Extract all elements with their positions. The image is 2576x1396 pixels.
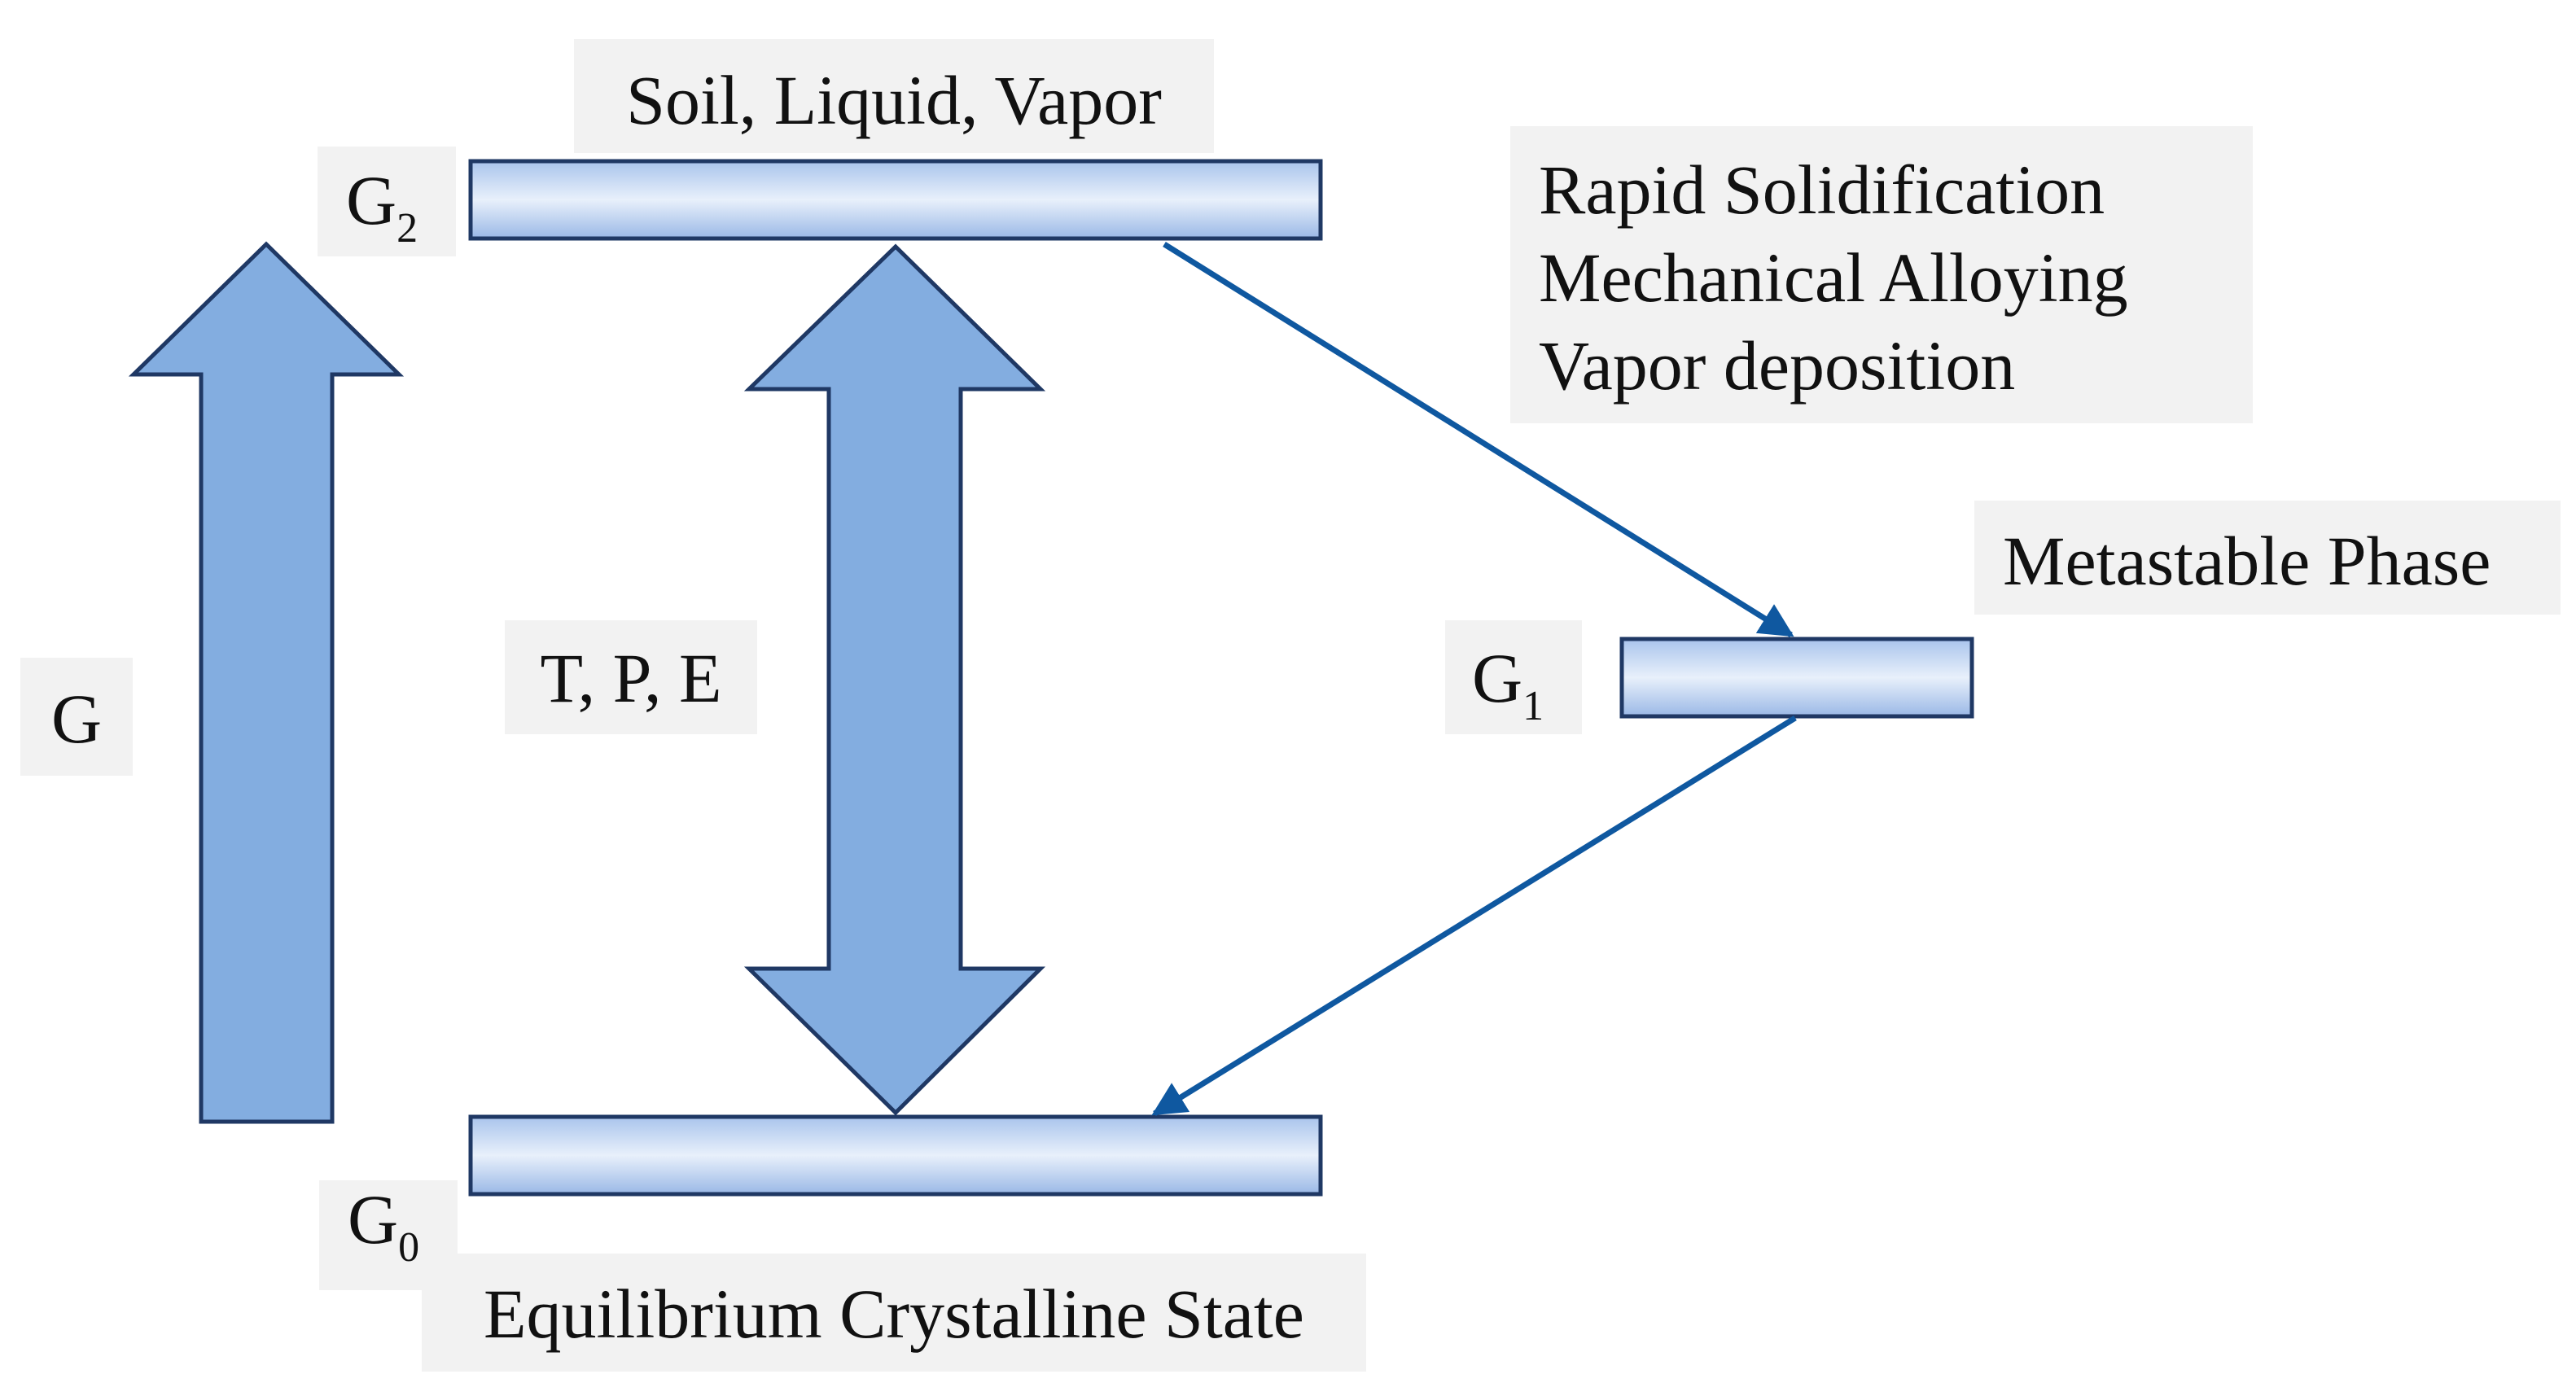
arrow-g2-to-g1 [1163,242,1794,637]
svg-text:G2: G2 [346,161,418,252]
caption-g1: Metastable Phase [1974,501,2561,615]
svg-text:T, P, E: T, P, E [541,639,722,717]
method-2: Mechanical Alloying [1539,239,2128,317]
stimulus-label: T, P, E [505,620,757,734]
level-g1-bar [1619,637,1974,719]
caption-g0: Equilibrium Crystalline State [422,1254,1366,1372]
svg-text:Equilibrium Crystalline State: Equilibrium Crystalline State [484,1275,1304,1353]
svg-text:Soil, Liquid, Vapor: Soil, Liquid, Vapor [626,61,1162,139]
level-g0-bar [468,1114,1323,1197]
axis-label: G [20,658,133,776]
svg-text:G1: G1 [1472,639,1544,729]
level-g2-bar [468,159,1323,241]
label-g2: G2 [318,147,456,256]
caption-g2: Soil, Liquid, Vapor [574,39,1214,153]
svg-text:G: G [51,680,102,758]
method-1: Rapid Solidification [1539,151,2105,229]
svg-text:Metastable Phase: Metastable Phase [2003,522,2491,600]
transition-double-arrow [743,243,1046,1116]
arrow-g1-to-g0 [1151,716,1797,1116]
methods-box: Rapid Solidification Mechanical Alloying… [1510,126,2253,423]
method-3: Vapor deposition [1539,326,2015,405]
svg-text:G0: G0 [348,1180,419,1271]
label-g1: G1 [1445,620,1582,734]
free-energy-up-arrow [128,241,405,1124]
